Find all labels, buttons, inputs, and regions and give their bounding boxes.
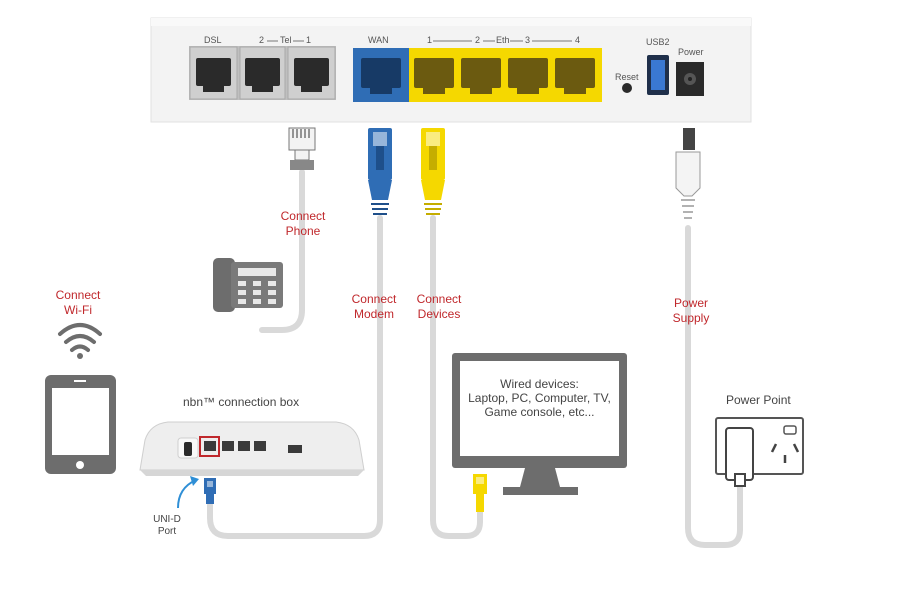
- eth-3-port-label: 3: [525, 35, 531, 45]
- phone-plug-icon: [288, 127, 316, 170]
- eth-4-port: [555, 58, 595, 94]
- yellow-ethernet-plug-icon: [421, 128, 445, 215]
- router: [150, 17, 752, 123]
- tel-2-port: [245, 58, 280, 92]
- uni-d-port-highlight: [199, 436, 220, 457]
- wan-port: [361, 58, 401, 94]
- tel-port-label: Tel: [280, 35, 292, 45]
- wan-port-label: WAN: [368, 35, 389, 45]
- nbn-blue-plug-icon: [204, 478, 216, 504]
- desk-phone-icon: [213, 258, 283, 312]
- dsl-port: [196, 58, 231, 92]
- power-port-label: Power: [678, 47, 704, 57]
- eth-3-port: [508, 58, 548, 94]
- power-point-label: Power Point: [726, 393, 791, 407]
- nbn-box-label: nbn™ connection box: [183, 395, 300, 409]
- dsl-port-label: DSL: [204, 35, 222, 45]
- reset-button: [622, 83, 632, 93]
- eth-1-port: [414, 58, 454, 94]
- tel-2-port-label: 2: [259, 35, 265, 45]
- nbn-connection-box: [139, 421, 365, 476]
- cables: [207, 169, 743, 548]
- eth-port-label: Eth: [496, 35, 510, 45]
- eth-1-port-label: 1: [427, 35, 433, 45]
- modem-cable: [207, 215, 383, 539]
- phone-cable: [259, 169, 305, 333]
- eth-2-port: [461, 58, 501, 94]
- monitor-icon: [452, 353, 627, 495]
- wifi-icon: [58, 323, 102, 352]
- tablet-icon: [45, 375, 116, 474]
- usb-port-label: USB2: [646, 37, 670, 47]
- reset-label: Reset: [615, 72, 639, 82]
- wired-devices-text: Wired devices: Laptop, PC, Computer, TV,…: [468, 377, 611, 419]
- tel-1-port-label: 1: [306, 35, 312, 45]
- power-cable: [685, 225, 743, 548]
- monitor-yellow-plug-icon: [473, 474, 487, 512]
- devices-cable: [430, 215, 483, 539]
- eth-4-port-label: 4: [575, 35, 581, 45]
- power-plug-icon: [675, 128, 701, 219]
- eth-2-port-label: 2: [475, 35, 481, 45]
- tel-1-port: [294, 58, 329, 92]
- power-point-icon: [715, 417, 804, 487]
- blue-ethernet-plug-icon: [368, 128, 392, 215]
